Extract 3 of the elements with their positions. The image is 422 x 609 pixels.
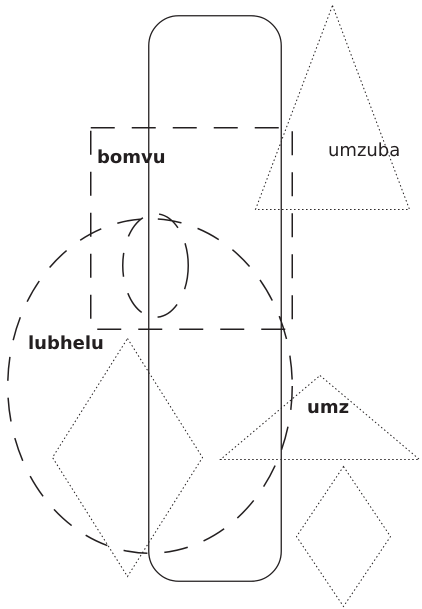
shape-label: umzuba xyxy=(328,142,400,160)
shape-label: lubhelu xyxy=(28,335,104,353)
shape-label: umz xyxy=(307,399,350,417)
